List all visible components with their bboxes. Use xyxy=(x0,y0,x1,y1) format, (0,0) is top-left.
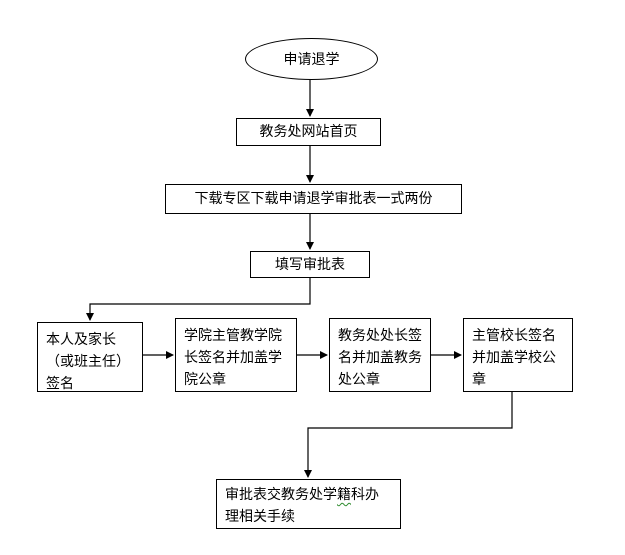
arrow-row4-to-final xyxy=(304,392,513,478)
step-vice-president-sign: 主管校长签名并加盖学校公章 xyxy=(463,318,573,392)
step-fill-form-label: 填写审批表 xyxy=(275,256,345,273)
start-label: 申请退学 xyxy=(283,52,340,68)
step-college-dean-sign: 学院主管教学院长签名并加盖学院公章 xyxy=(175,318,297,392)
step-vice-president-sign-label: 主管校长签名并加盖学校公章 xyxy=(472,328,556,388)
step-download-form: 下载专区下载申请退学审批表一式两份 xyxy=(165,184,462,214)
final-text-part2: 科办理相关手续 xyxy=(225,487,379,525)
final-text-part1: 审批表交教务处学 xyxy=(225,487,337,503)
arrow-step3-to-row1 xyxy=(86,278,311,321)
step-website-home-label: 教务处网站首页 xyxy=(259,124,358,140)
step-website-home: 教务处网站首页 xyxy=(236,118,381,146)
step-download-form-label: 下载专区下载申请退学审批表一式两份 xyxy=(194,191,433,207)
step-fill-form: 填写审批表 xyxy=(250,251,370,278)
step-academic-affairs-sign: 教务处处长签名并加盖教务处公章 xyxy=(329,318,431,392)
step-college-dean-sign-label: 学院主管教学院长签名并加盖学院公章 xyxy=(184,328,282,388)
step-student-parent-sign: 本人及家长（或班主任）签名 xyxy=(37,322,143,392)
final-text-wavy: 籍 xyxy=(337,487,351,503)
step-student-parent-sign-label: 本人及家长（或班主任）签名 xyxy=(46,332,130,392)
start-ellipse: 申请退学 xyxy=(245,38,378,80)
step-academic-affairs-sign-label: 教务处处长签名并加盖教务处公章 xyxy=(338,328,422,388)
step-submit-registrar: 审批表交教务处学籍科办理相关手续 xyxy=(216,479,401,529)
